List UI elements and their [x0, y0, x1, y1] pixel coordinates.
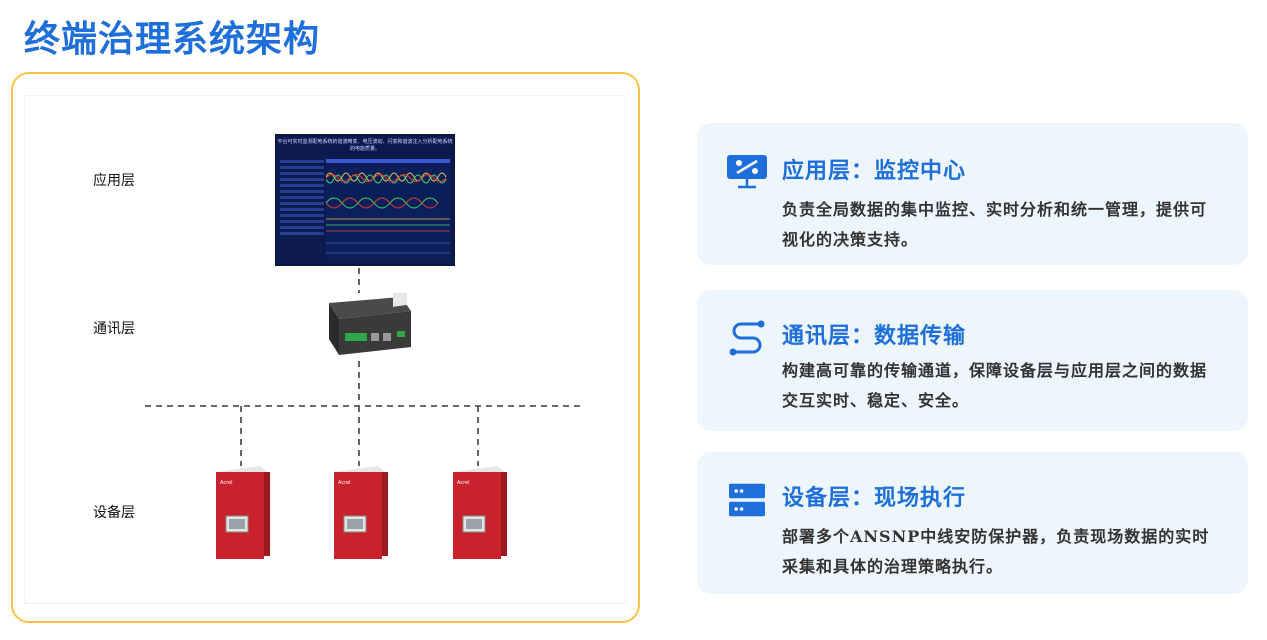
monitor-chart-icon [727, 155, 767, 189]
card-title: 应用层：监控中心 [782, 158, 967, 184]
svg-text:Acrel: Acrel [457, 480, 470, 486]
connector-lines [145, 268, 583, 466]
card-description: 负责全局数据的集中监控、实时分析和统一管理，提供可视化的决策支持。 [782, 200, 1208, 249]
layer-label-device: 设备层 [93, 505, 135, 521]
monitor-waveform-plot [326, 159, 450, 261]
server-rack-icon [729, 483, 765, 517]
svg-text:Acrel: Acrel [220, 480, 233, 486]
card-communication-layer: 通讯层：数据传输 构建高可靠的传输通道，保障设备层与应用层之间的数据交互实时、稳… [697, 290, 1248, 431]
card-description: 构建高可靠的传输通道，保障设备层与应用层之间的数据交互实时、稳定、安全。 [782, 361, 1208, 410]
protector-device-3: Acrel [453, 466, 507, 559]
monitoring-screen: 平台可实时监测配电系统的谐波畸变、电压波动、闪变和谐波注入分析配电系统的电能质量… [275, 134, 455, 266]
layer-label-communication: 通讯层 [93, 321, 135, 337]
communication-gateway [329, 293, 411, 355]
card-title: 设备层：现场执行 [782, 485, 967, 511]
protector-device-1: Acrel [216, 466, 270, 559]
architecture-diagram: 应用层 通讯层 设备层 平台可实时监测配电系统的谐波畸变、电压波动、闪变和谐波注… [25, 96, 625, 603]
page-title: 终端治理系统架构 [24, 18, 321, 60]
card-description: 部署多个ANSNP中线安防保护器，负责现场数据的实时采集和具体的治理策略执行。 [782, 527, 1210, 576]
card-device-layer: 设备层：现场执行 部署多个ANSNP中线安防保护器，负责现场数据的实时采集和具体… [697, 452, 1248, 594]
layer-label-application: 应用层 [93, 173, 135, 189]
monitor-sidebar [280, 157, 324, 261]
card-application-layer: 应用层：监控中心 负责全局数据的集中监控、实时分析和统一管理，提供可视化的决策支… [697, 123, 1248, 265]
svg-text:Acrel: Acrel [338, 480, 351, 486]
route-link-icon [729, 320, 765, 356]
architecture-diagram-frame: 应用层 通讯层 设备层 平台可实时监测配电系统的谐波畸变、电压波动、闪变和谐波注… [11, 72, 640, 623]
monitor-caption: 平台可实时监测配电系统的谐波畸变、电压波动、闪变和谐波注入分析配电系统的电能质量… [277, 139, 453, 152]
card-title: 通讯层：数据传输 [782, 323, 967, 349]
protector-device-2: Acrel [334, 466, 388, 559]
